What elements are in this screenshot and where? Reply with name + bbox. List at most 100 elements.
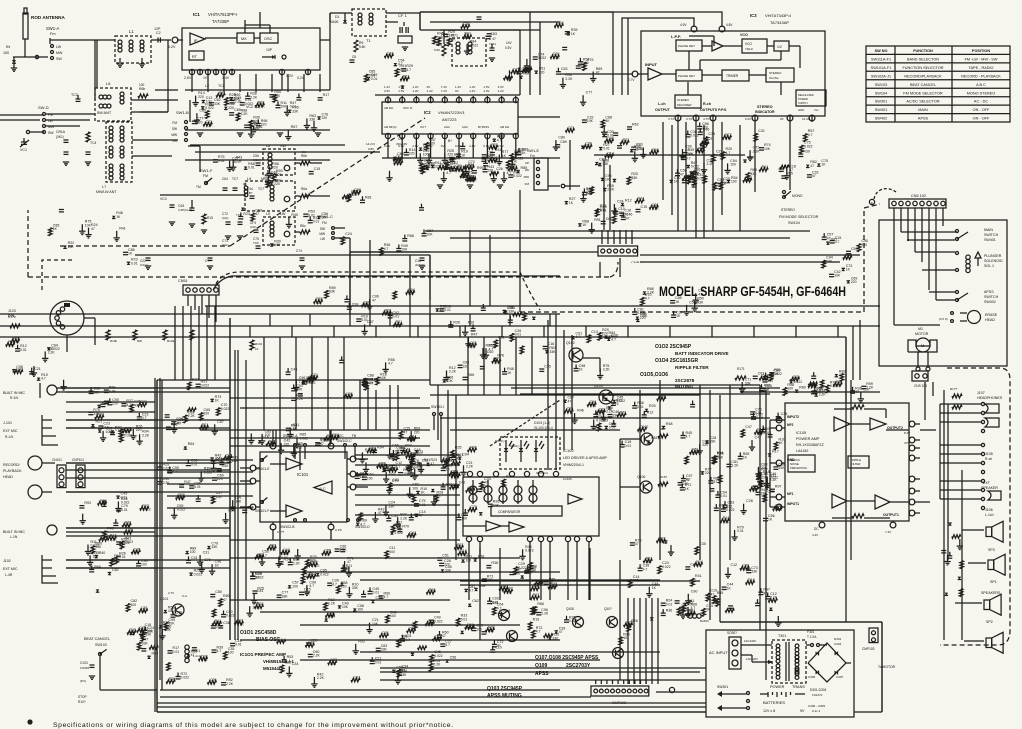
svg-text:FM: FM — [48, 113, 53, 117]
svg-text:100: 100 — [659, 540, 665, 544]
svg-text:100: 100 — [396, 324, 402, 328]
svg-text:0.01: 0.01 — [173, 650, 180, 654]
svg-text:C42: C42 — [794, 376, 801, 380]
svg-text:C69: C69 — [255, 209, 262, 213]
svg-text:R70: R70 — [830, 380, 837, 384]
svg-text:0V: 0V — [427, 85, 431, 89]
svg-text:4.7: 4.7 — [126, 403, 131, 407]
svg-text:100: 100 — [332, 437, 338, 441]
svg-text:10K: 10K — [463, 175, 470, 179]
svg-text:2.2K: 2.2K — [188, 414, 196, 418]
svg-text:C45: C45 — [252, 602, 259, 606]
svg-text:C49: C49 — [216, 457, 223, 461]
svg-text:R-ch: R-ch — [703, 102, 711, 106]
svg-text:R93: R93 — [358, 639, 365, 643]
svg-text:2.5V: 2.5V — [384, 89, 390, 93]
svg-text:R29: R29 — [406, 64, 413, 68]
svg-text:R29: R29 — [163, 463, 170, 467]
svg-text:220: 220 — [539, 70, 545, 74]
svg-text:R23: R23 — [131, 258, 138, 262]
svg-text:1K: 1K — [293, 427, 298, 431]
svg-text:2.2K: 2.2K — [607, 188, 615, 192]
svg-text:R39: R39 — [803, 150, 810, 154]
svg-text:C39: C39 — [559, 626, 566, 630]
svg-text:T1: T1 — [366, 38, 371, 43]
svg-text:E: E — [871, 201, 873, 205]
svg-text:SW: SW — [320, 227, 325, 231]
svg-text:0.01: 0.01 — [371, 77, 378, 81]
svg-text:R70: R70 — [645, 293, 652, 297]
svg-text:C96: C96 — [299, 376, 306, 380]
svg-text:R59: R59 — [489, 344, 496, 348]
svg-text:100: 100 — [390, 614, 396, 618]
svg-text:R89: R89 — [839, 370, 846, 374]
svg-text:R38: R38 — [491, 561, 498, 565]
svg-text:VHiM2204/-1: VHiM2204/-1 — [563, 463, 584, 467]
svg-text:4.7: 4.7 — [726, 151, 731, 155]
svg-text:SW101A-F1: SW101A-F1 — [871, 66, 892, 70]
svg-text:47: 47 — [140, 404, 144, 408]
svg-text:R32: R32 — [291, 424, 298, 428]
svg-text:R75: R75 — [93, 408, 100, 412]
svg-text:R69: R69 — [596, 67, 603, 71]
svg-text:14.2V): 14.2V) — [366, 142, 375, 146]
svg-text:C16: C16 — [422, 459, 429, 463]
svg-text:7.4V: 7.4V — [885, 530, 891, 534]
svg-text:SW NO: SW NO — [875, 49, 888, 53]
svg-text:220: 220 — [410, 438, 416, 442]
svg-text:R39: R39 — [571, 28, 578, 32]
svg-text:10K: 10K — [169, 622, 176, 626]
svg-text:33K: 33K — [211, 545, 218, 549]
svg-text:18P: 18P — [247, 191, 252, 195]
svg-text:1C105: 1C105 — [563, 477, 572, 481]
svg-text:33K: 33K — [94, 390, 101, 394]
svg-text:GL103,104-4: GL103,104-4 — [534, 426, 553, 430]
svg-text:C98: C98 — [579, 364, 586, 368]
svg-text:0.01: 0.01 — [725, 137, 732, 141]
svg-text:R79: R79 — [737, 526, 744, 530]
svg-text:2.2K: 2.2K — [553, 56, 561, 60]
svg-text:SW: SW — [280, 144, 287, 148]
svg-text:C90: C90 — [862, 239, 869, 243]
svg-text:C11: C11 — [389, 546, 395, 550]
svg-text:0.022: 0.022 — [124, 433, 133, 437]
svg-text:CMP103: CMP103 — [862, 647, 875, 651]
svg-text:R67: R67 — [763, 588, 770, 592]
svg-text:C55: C55 — [324, 549, 331, 553]
svg-text:2.4V: 2.4V — [222, 76, 230, 80]
svg-text:R53: R53 — [689, 609, 696, 613]
svg-text:R57: R57 — [414, 462, 421, 466]
svg-text:33K: 33K — [834, 274, 841, 278]
svg-text:R73: R73 — [320, 438, 327, 442]
svg-text:C27: C27 — [445, 640, 452, 644]
svg-text:C54: C54 — [396, 155, 403, 159]
svg-text:R10b: R10b — [110, 339, 118, 343]
svg-text:1K: 1K — [461, 153, 466, 157]
svg-text:R-1N: R-1N — [10, 396, 18, 400]
svg-text:R46: R46 — [116, 211, 123, 215]
svg-text:10K: 10K — [372, 622, 379, 626]
svg-text:33K: 33K — [145, 633, 152, 637]
svg-text:100: 100 — [467, 627, 473, 631]
svg-text:FM MODE SELECTOR: FM MODE SELECTOR — [903, 91, 943, 95]
svg-text:0.022: 0.022 — [121, 501, 130, 505]
svg-text:R94: R94 — [377, 446, 384, 450]
svg-text:M51544L: M51544L — [263, 666, 282, 671]
svg-text:R46: R46 — [703, 128, 710, 132]
svg-text:10K: 10K — [309, 576, 316, 580]
svg-text:CN51: CN51 — [178, 279, 188, 283]
svg-text:C22: C22 — [206, 120, 213, 124]
svg-text:0.022: 0.022 — [518, 566, 527, 570]
svg-text:220: 220 — [322, 116, 328, 120]
svg-text:R55: R55 — [316, 297, 323, 301]
svg-text:LW: LW — [280, 212, 286, 216]
svg-text:R89: R89 — [190, 546, 197, 550]
svg-text:RIPPLE: RIPPLE — [851, 458, 861, 462]
svg-text:INPUT2: INPUT2 — [787, 415, 799, 419]
svg-text:C93: C93 — [816, 387, 823, 391]
svg-text:C61: C61 — [698, 289, 705, 293]
svg-text:C32: C32 — [587, 116, 594, 120]
svg-text:SW401: SW401 — [875, 108, 887, 112]
svg-text:C56: C56 — [450, 655, 457, 659]
svg-text:1K: 1K — [128, 252, 133, 256]
